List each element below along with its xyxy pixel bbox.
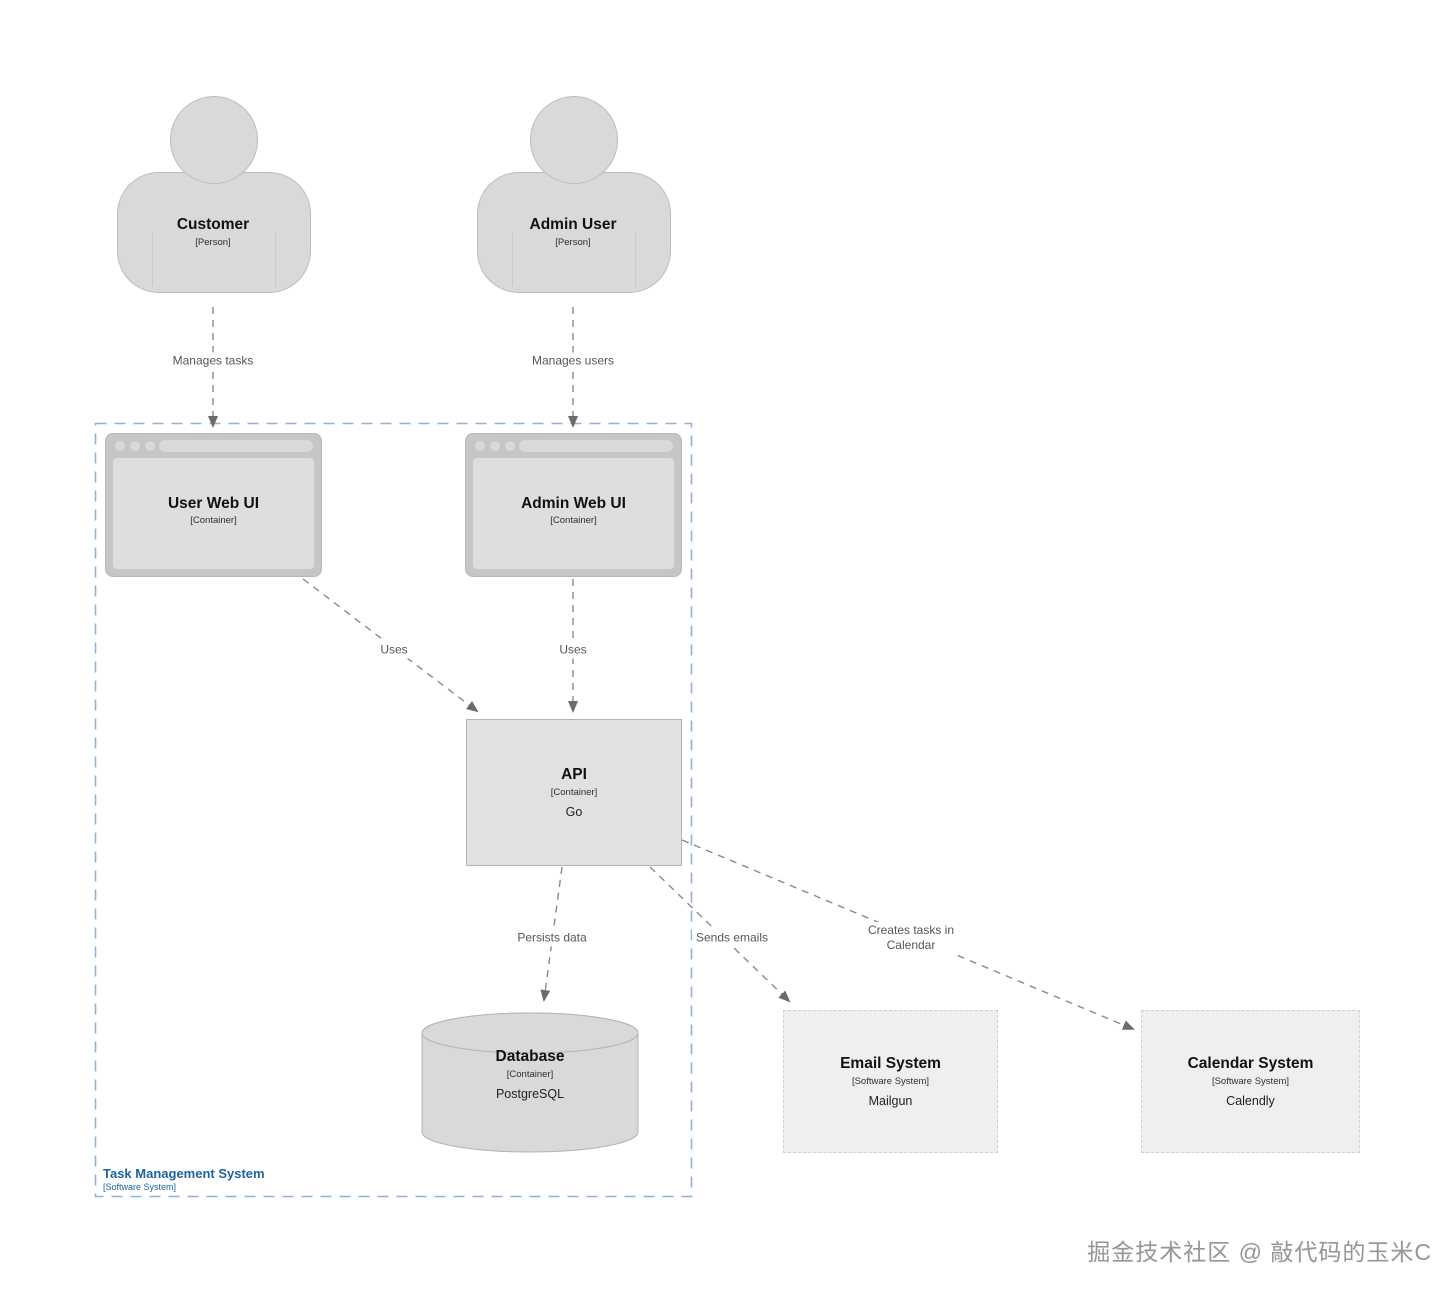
node-api: API [Container] Go (466, 719, 682, 866)
edge-label-manages-users: Manages users (527, 352, 619, 370)
node-calendar-system: Calendar System [Software System] Calend… (1141, 1010, 1360, 1153)
watermark-text: 掘金技术社区 @ 敲代码的玉米C (1087, 1239, 1432, 1265)
browser-dot-icon (490, 441, 500, 451)
node-admin-user: Admin User [Person] (477, 96, 671, 293)
database-cylinder-shape (421, 1012, 639, 1153)
browser-address-bar (159, 440, 313, 452)
edge-label-persists-data: Persists data (513, 929, 591, 947)
database-meta: [Container] (506, 1068, 554, 1080)
admin-user-title: Admin User (529, 216, 617, 233)
edge-label-uses-right: Uses (555, 641, 591, 659)
browser-dot-icon (145, 441, 155, 451)
person-head-shape (170, 96, 258, 184)
email-system-tech: Mailgun (868, 1093, 913, 1108)
boundary-meta: [Software System] (103, 1182, 177, 1193)
calendar-system-tech: Calendly (1226, 1093, 1275, 1108)
browser-address-bar (519, 440, 673, 452)
browser-dot-icon (130, 441, 140, 451)
node-user-web-ui: User Web UI [Container] (105, 433, 322, 577)
database-tech: PostgreSQL (495, 1086, 565, 1101)
admin-web-ui-meta: [Container] (550, 515, 597, 527)
admin-web-ui-title: Admin Web UI (521, 494, 626, 512)
node-database: Database [Container] PostgreSQL (421, 1012, 639, 1153)
calendar-system-title: Calendar System (1187, 1055, 1314, 1073)
person-body-shape (117, 172, 311, 293)
boundary-label: Task Management System [Software System] (103, 1166, 265, 1192)
edge-label-manages-tasks: Manages tasks (168, 352, 258, 370)
browser-dot-icon (115, 441, 125, 451)
person-arm-line (152, 233, 153, 286)
browser-dot-icon (505, 441, 515, 451)
edge-label-uses-left: Uses (376, 641, 412, 659)
person-arm-line (512, 233, 513, 286)
database-title: Database (495, 1048, 565, 1065)
node-admin-web-ui: Admin Web UI [Container] (465, 433, 682, 577)
api-title: API (561, 766, 587, 784)
calendar-system-meta: [Software System] (1211, 1075, 1290, 1087)
admin-user-meta: [Person] (555, 236, 591, 248)
customer-title: Customer (176, 216, 250, 233)
edge-api-to-calendar-system (681, 839, 1135, 1030)
user-web-ui-title: User Web UI (167, 494, 260, 512)
edge-label-sends-emails: Sends emails (691, 929, 773, 947)
user-web-ui-meta: [Container] (190, 515, 237, 527)
person-arm-line (275, 233, 276, 286)
email-system-meta: [Software System] (851, 1075, 930, 1087)
node-customer: Customer [Person] (117, 96, 311, 293)
browser-dot-icon (475, 441, 485, 451)
person-body-shape (477, 172, 671, 293)
email-system-title: Email System (840, 1055, 941, 1073)
person-arm-line (635, 233, 636, 286)
boundary-title: Task Management System (103, 1166, 265, 1181)
api-meta: [Container] (550, 786, 598, 798)
api-tech: Go (565, 804, 583, 819)
customer-meta: [Person] (195, 236, 231, 248)
edge-label-creates-tasks: Creates tasks in Calendar (848, 922, 974, 954)
node-email-system: Email System [Software System] Mailgun (783, 1010, 998, 1153)
person-head-shape (530, 96, 618, 184)
